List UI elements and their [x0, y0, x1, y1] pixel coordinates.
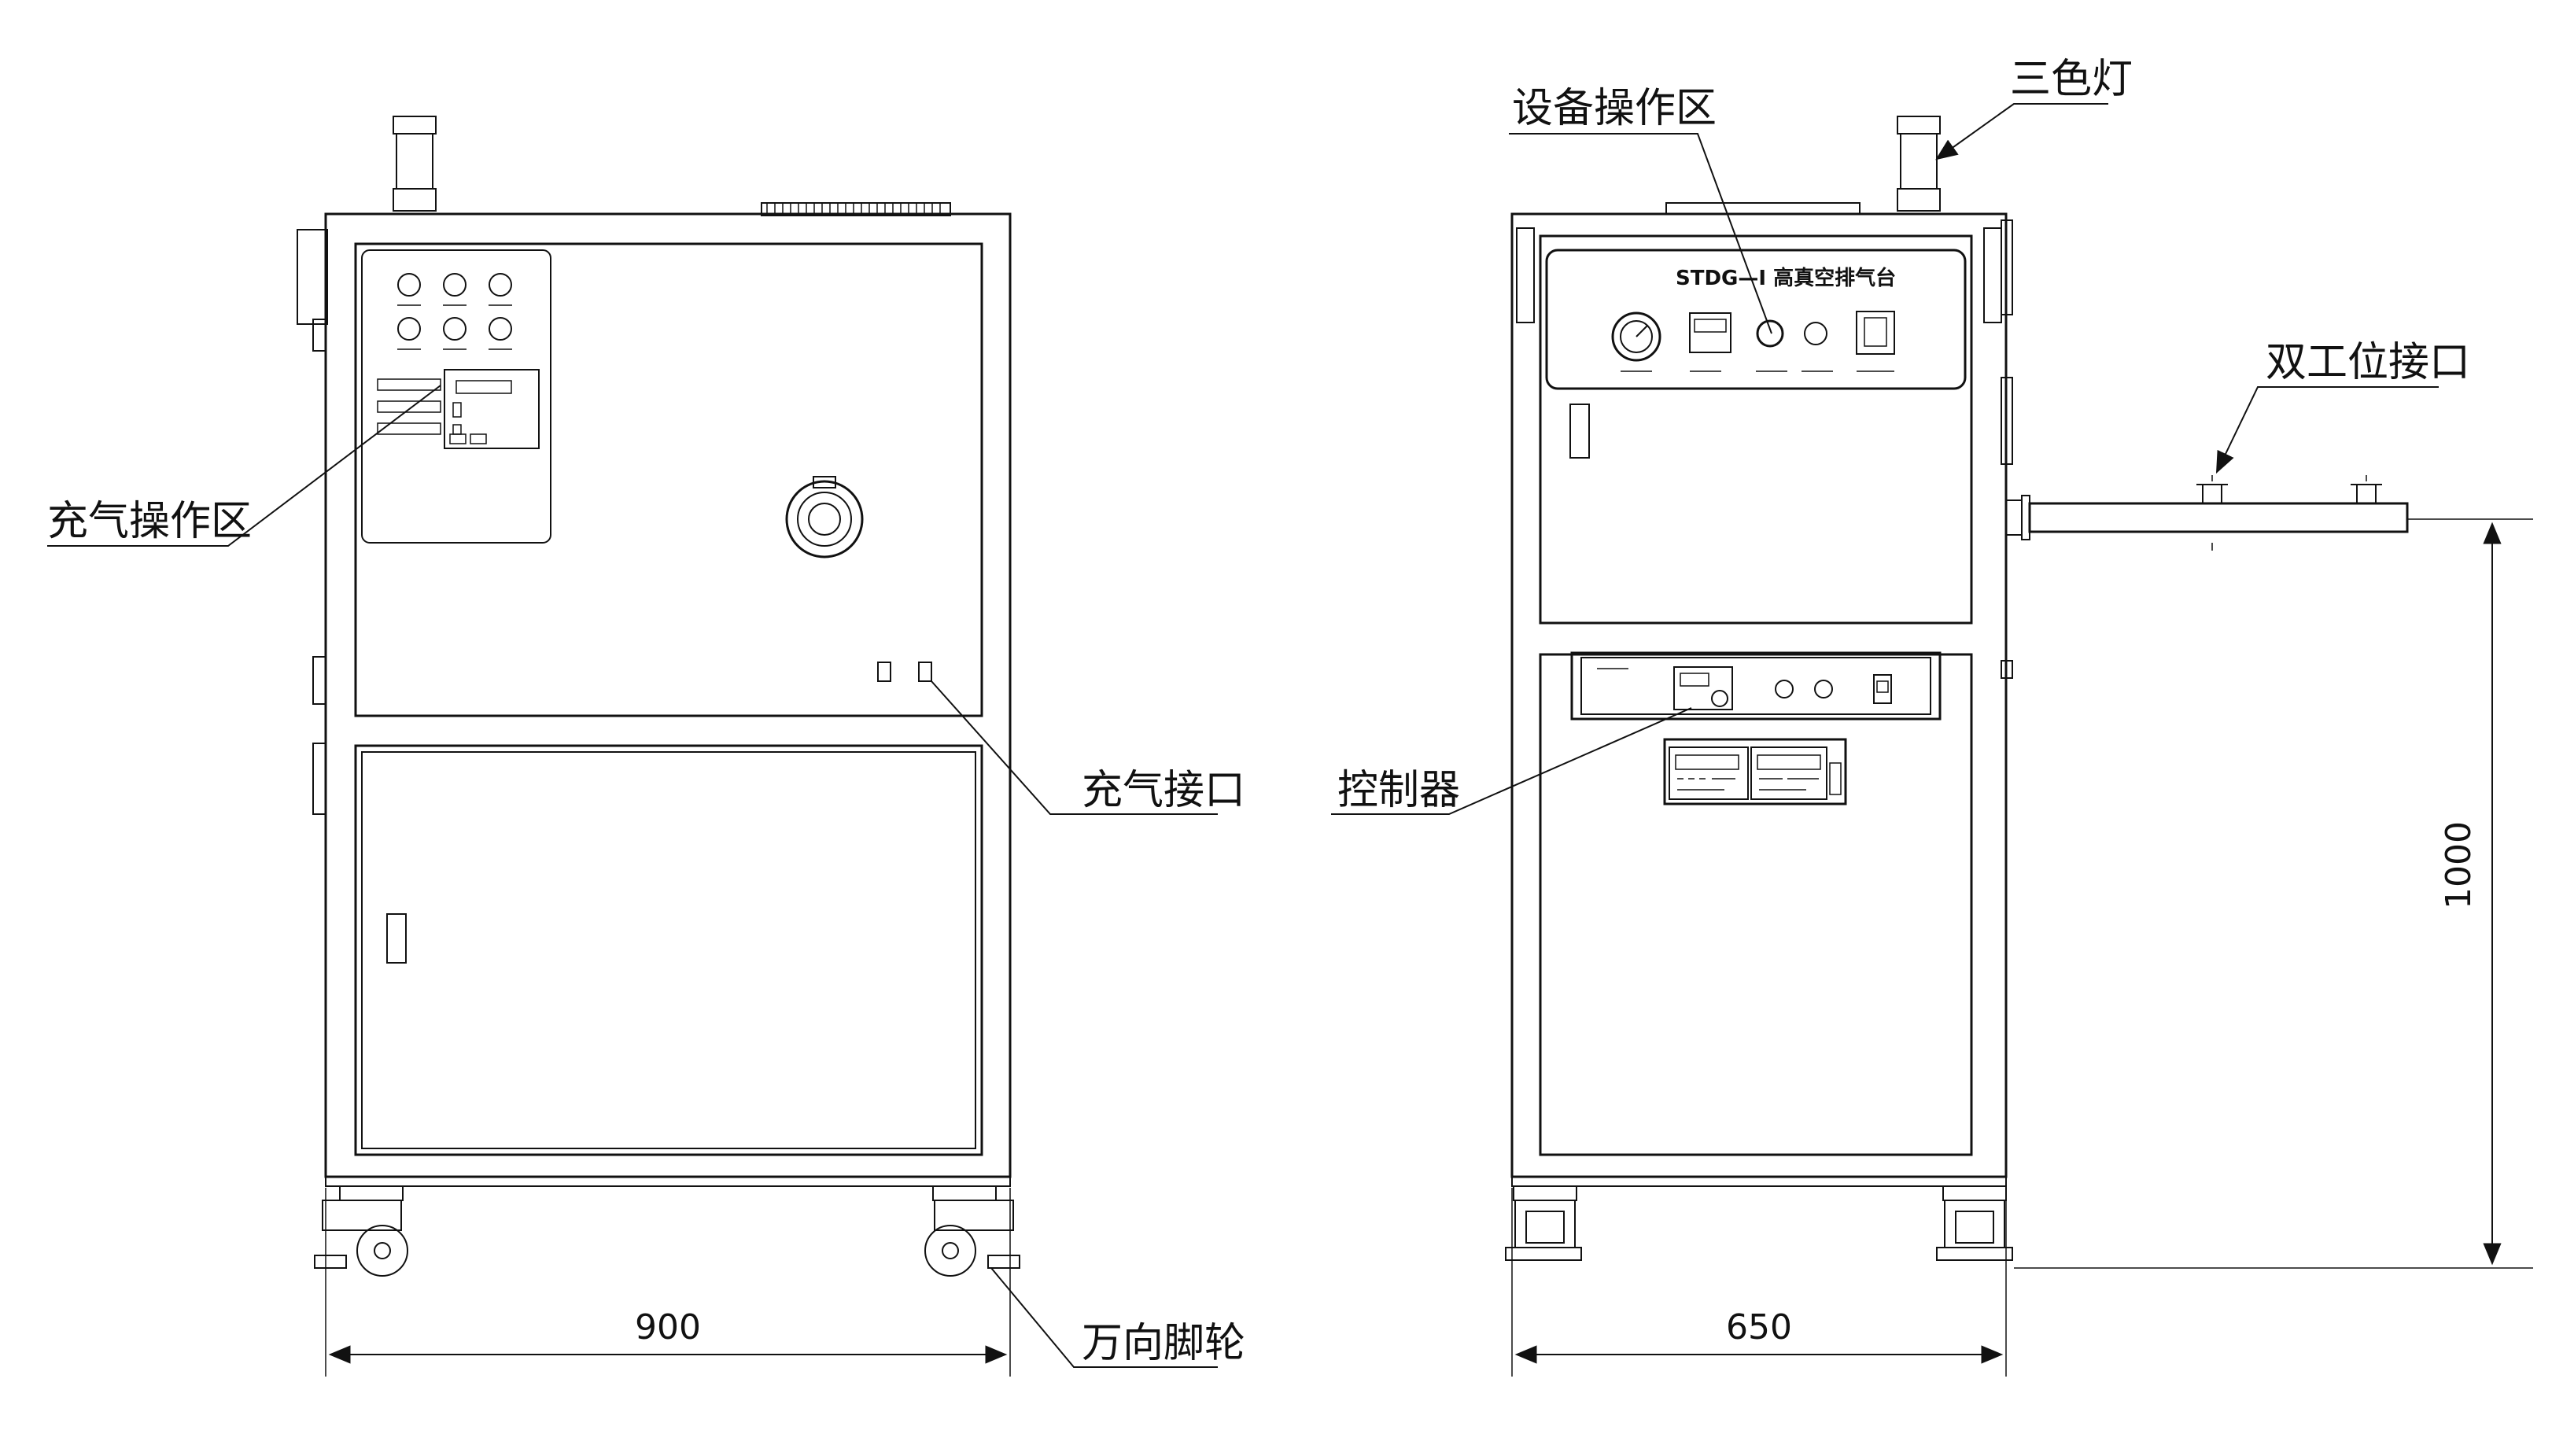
side-upper-section — [1539, 234, 1973, 625]
label-controller: 控制器 — [1337, 767, 1460, 814]
dimension-front-width: 900 — [325, 1188, 1011, 1377]
vacuum-gauge — [1611, 311, 1661, 362]
gauge-controller — [1663, 738, 1847, 805]
callout-fill-operation-area: 充气操作区 — [47, 385, 441, 547]
dim-side-width: 650 — [1726, 1307, 1792, 1347]
top-vent — [761, 202, 951, 216]
controller-display — [1673, 666, 1733, 710]
label-equipment-operation-area: 设备操作区 — [1512, 85, 1717, 132]
front-cabinet — [324, 212, 1012, 1178]
power-switch — [1856, 311, 1895, 355]
side-door-handle — [1569, 404, 1590, 459]
lower-door — [354, 744, 983, 1156]
equipment-panel — [1545, 249, 1967, 390]
callout-dual-station-port: 双工位接口 — [2215, 339, 2470, 474]
callout-controller: 控制器 — [1331, 707, 1692, 815]
panel-title: STDG—I 高真空排气台 — [1676, 266, 1896, 290]
callout-equipment-operation-area: 设备操作区 — [1509, 85, 1772, 334]
dimension-side-width: 650 — [1511, 1188, 2007, 1377]
indicator-lamps — [397, 273, 512, 350]
operate-knob — [1756, 319, 1784, 348]
right-caster — [924, 1185, 1020, 1277]
side-lower-section — [1539, 653, 1973, 1156]
side-view: STDG—I 高真空排气台 — [1331, 56, 2533, 1377]
callout-fill-port: 充气接口 — [931, 680, 1245, 815]
fill-port-1 — [877, 662, 891, 682]
controller-unit — [1570, 651, 1942, 721]
dimension-port-height: 1000 — [2014, 518, 2533, 1269]
callout-tri-color-light: 三色灯 — [1935, 56, 2133, 160]
viewport-window — [785, 476, 864, 558]
front-view: 充气操作区 充气接口 万向脚轮 900 — [47, 116, 1245, 1377]
vent-lines — [766, 203, 941, 216]
side-signal-tower — [1897, 116, 1941, 212]
fill-switch-labels — [377, 378, 441, 435]
callout-caster: 万向脚轮 — [990, 1267, 1245, 1368]
fill-port-2 — [918, 662, 932, 682]
upper-panel — [354, 242, 983, 717]
flow-display — [444, 369, 540, 449]
left-caster — [314, 1185, 408, 1277]
door-handle — [386, 913, 407, 964]
dim-port-height: 1000 — [2439, 821, 2479, 909]
fill-control-panel — [361, 249, 551, 544]
label-caster: 万向脚轮 — [1082, 1320, 1245, 1367]
side-cabinet — [1510, 212, 2008, 1178]
label-dual-station-port: 双工位接口 — [2266, 339, 2470, 386]
indicator-lamp — [1804, 322, 1827, 345]
label-fill-operation-area: 充气操作区 — [47, 498, 252, 545]
temperature-controller — [1689, 312, 1731, 353]
side-handle — [297, 229, 328, 325]
label-fill-port: 充气接口 — [1082, 767, 1245, 814]
label-tri-color-light: 三色灯 — [2010, 56, 2133, 103]
side-top-vent — [1665, 202, 1861, 215]
side-left-caster — [1505, 1185, 1582, 1261]
dim-front-width: 900 — [635, 1307, 701, 1347]
panel-controls — [1611, 311, 1895, 372]
signal-tower — [393, 116, 437, 212]
dual-station-pipe — [2005, 475, 2409, 551]
side-right-caster — [1936, 1185, 2013, 1261]
